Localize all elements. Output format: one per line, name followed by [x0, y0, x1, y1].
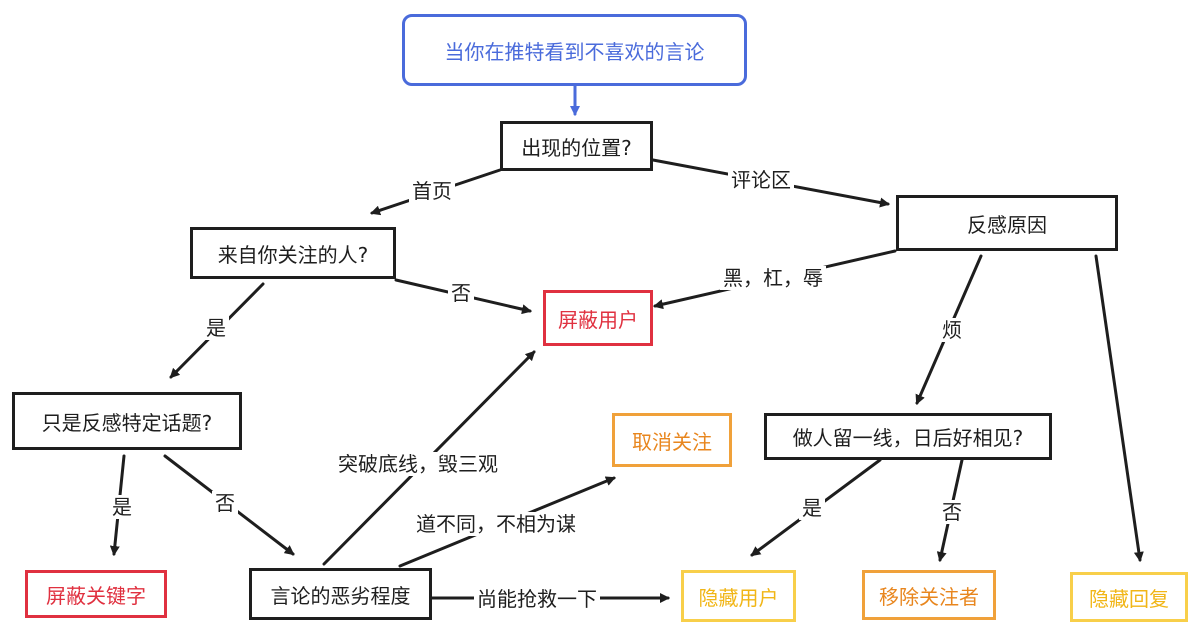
edge-label-different-ways: 道不同，不相为谋 [413, 512, 579, 536]
position-node: 出现的位置? [500, 121, 653, 171]
edge-label-no-remove: 否 [939, 500, 965, 524]
unfollow-node: 取消关注 [612, 413, 732, 467]
edge-label-annoying: 烦 [939, 318, 965, 342]
hide-user-node: 隐藏用户 [681, 570, 796, 622]
from-followed-node: 来自你关注的人? [190, 227, 396, 279]
edge-label-trolls: 黑，杠，辱 [720, 266, 826, 290]
block-keyword-node: 屏蔽关键字 [25, 570, 167, 618]
edge-label-yes-keyword: 是 [109, 495, 135, 519]
block-user-node: 屏蔽用户 [543, 290, 653, 346]
edge-label-bottom-line: 突破底线，毁三观 [335, 452, 501, 476]
remove-follower-node: 移除关注者 [862, 570, 996, 620]
edge-reason-hide-reply [1094, 254, 1144, 562]
edge-label-salvage: 尚能抢救一下 [474, 587, 600, 611]
start-node: 当你在推特看到不喜欢的言论 [402, 14, 747, 86]
edge-label-yes-topic: 是 [203, 316, 229, 340]
edge-label-no-severity: 否 [212, 491, 238, 515]
reason-node: 反感原因 [896, 195, 1118, 251]
edge-label-comments: 评论区 [728, 168, 794, 192]
hide-reply-node: 隐藏回复 [1070, 572, 1188, 622]
leave-room-node: 做人留一线，日后好相见? [764, 413, 1052, 460]
edge-label-home: 首页 [409, 179, 455, 203]
severity-node: 言论的恶劣程度 [249, 568, 432, 620]
only-topic-node: 只是反感特定话题? [12, 392, 242, 450]
edge-label-no-block: 否 [448, 281, 474, 305]
edge-label-yes-hide: 是 [799, 496, 825, 520]
